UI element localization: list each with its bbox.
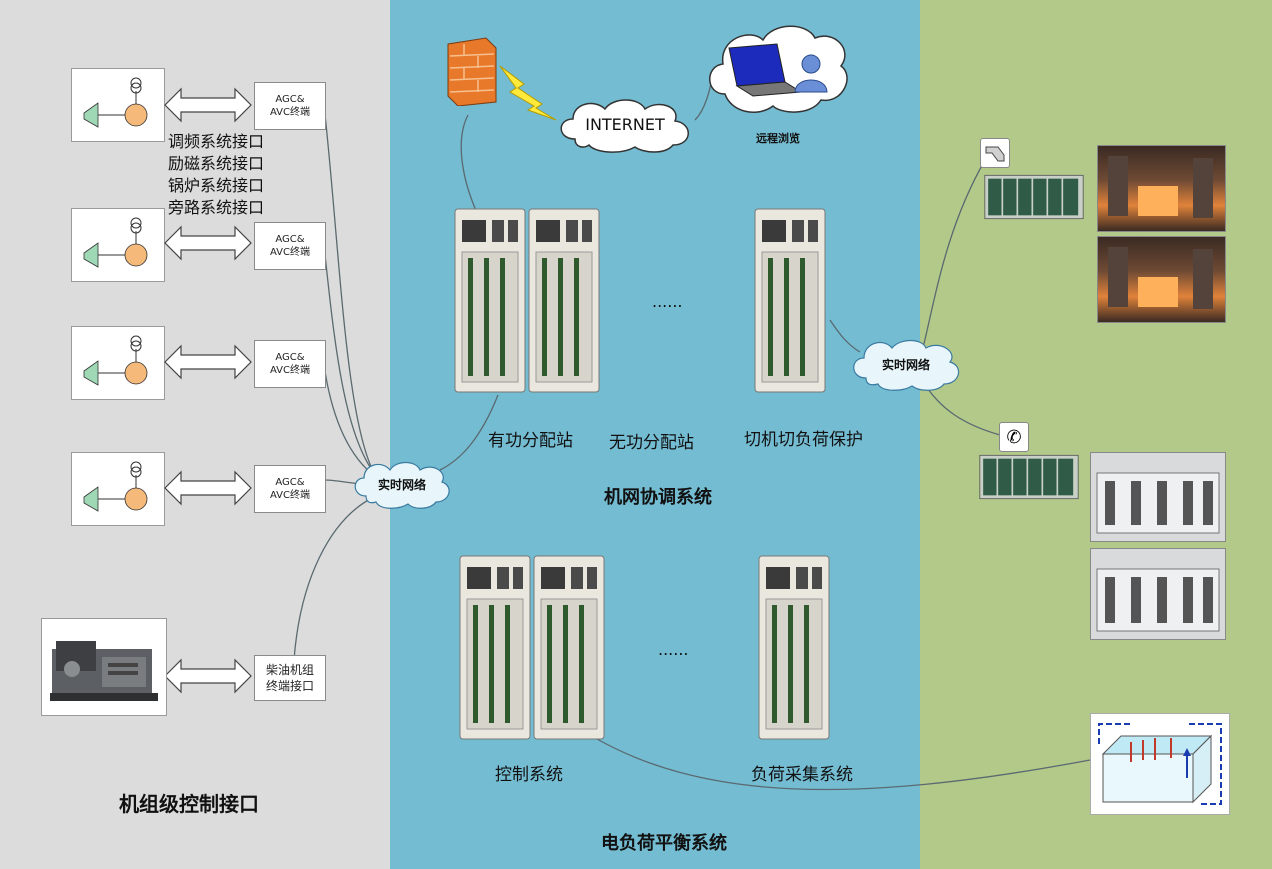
- active-power-station-label: 有功分配站: [488, 431, 573, 451]
- furnace-photo: [1097, 236, 1226, 323]
- lightning-icon: [499, 65, 557, 121]
- plc-module-icon: [984, 174, 1084, 220]
- coordination-system-title: 机网协调系统: [604, 487, 712, 508]
- agc-avc-terminal: AGC&AVC终端: [254, 340, 326, 388]
- realtime-network-cloud: 实时网络: [352, 458, 452, 510]
- user-icon: [794, 54, 828, 93]
- ellipsis-bottom: ......: [658, 640, 689, 659]
- generator-symbol-icon: [83, 77, 148, 128]
- server-rack-icon: [528, 208, 600, 393]
- realtime-network-label-right: 实时网络: [881, 358, 930, 372]
- server-rack-icon: [754, 208, 826, 393]
- interface-item: 励磁系统接口: [168, 154, 265, 173]
- agc-avc-terminal: AGC&AVC终端: [254, 82, 326, 130]
- agc-avc-terminal: AGC&AVC终端: [254, 465, 326, 513]
- diesel-generator-image: [41, 618, 167, 716]
- diesel-terminal-interface: 柴油机组终端接口: [254, 655, 326, 701]
- realtime-network-cloud-right: 实时网络: [850, 336, 962, 392]
- tank-diagram-image: [1090, 713, 1230, 815]
- generator-symbol-icon: [83, 335, 148, 386]
- generator-symbol-icon: [83, 217, 148, 268]
- interface-list: 调频系统接口 励磁系统接口 锅炉系统接口 旁路系统接口: [168, 131, 264, 219]
- bidirectional-arrow-icon: [164, 658, 252, 694]
- generator-unit-4: [71, 452, 165, 526]
- interface-item: 锅炉系统接口: [168, 176, 265, 195]
- generator-unit-2: [71, 208, 165, 282]
- bidirectional-arrow-icon: [164, 87, 252, 123]
- laptop-icon: [728, 43, 803, 97]
- bidirectional-arrow-icon: [164, 470, 252, 506]
- plc-module-icon: [979, 454, 1079, 500]
- generator-unit-3: [71, 326, 165, 400]
- bidirectional-arrow-icon: [164, 225, 252, 261]
- internet-cloud: INTERNET: [555, 95, 695, 155]
- firewall-icon: [447, 37, 497, 106]
- switchgear-photo: [1090, 548, 1226, 640]
- server-rack-icon: [533, 555, 605, 740]
- generator-unit-1: [71, 68, 165, 142]
- furnace-photo: [1097, 145, 1226, 232]
- bidirectional-arrow-icon: [164, 344, 252, 380]
- server-rack-icon: [459, 555, 531, 740]
- realtime-network-label: 实时网络: [377, 478, 426, 492]
- interface-item: 调频系统接口: [168, 132, 265, 151]
- reactive-power-station-label: 无功分配站: [609, 433, 694, 453]
- remote-browse-cloud: [703, 20, 853, 120]
- switchgear-photo: [1090, 452, 1226, 542]
- control-system-label: 控制系统: [495, 765, 563, 785]
- load-shedding-protection-label: 切机切负荷保护: [744, 430, 863, 450]
- internet-label: INTERNET: [585, 115, 665, 134]
- telephone-icon: ✆: [999, 422, 1029, 452]
- load-collection-system-label: 负荷采集系统: [751, 765, 853, 785]
- unit-control-panel: [0, 0, 390, 869]
- unit-control-title: 机组级控制接口: [119, 792, 259, 816]
- remote-browse-label: 远程浏览: [756, 132, 800, 145]
- server-rack-icon: [758, 555, 830, 740]
- server-rack-icon: [454, 208, 526, 393]
- cable-connector-icon: [980, 138, 1010, 168]
- generator-symbol-icon: [83, 461, 148, 512]
- ellipsis-top: ......: [652, 292, 683, 311]
- load-balance-system-title: 电负荷平衡系统: [601, 833, 727, 854]
- agc-avc-terminal: AGC&AVC终端: [254, 222, 326, 270]
- interface-item: 旁路系统接口: [168, 198, 265, 217]
